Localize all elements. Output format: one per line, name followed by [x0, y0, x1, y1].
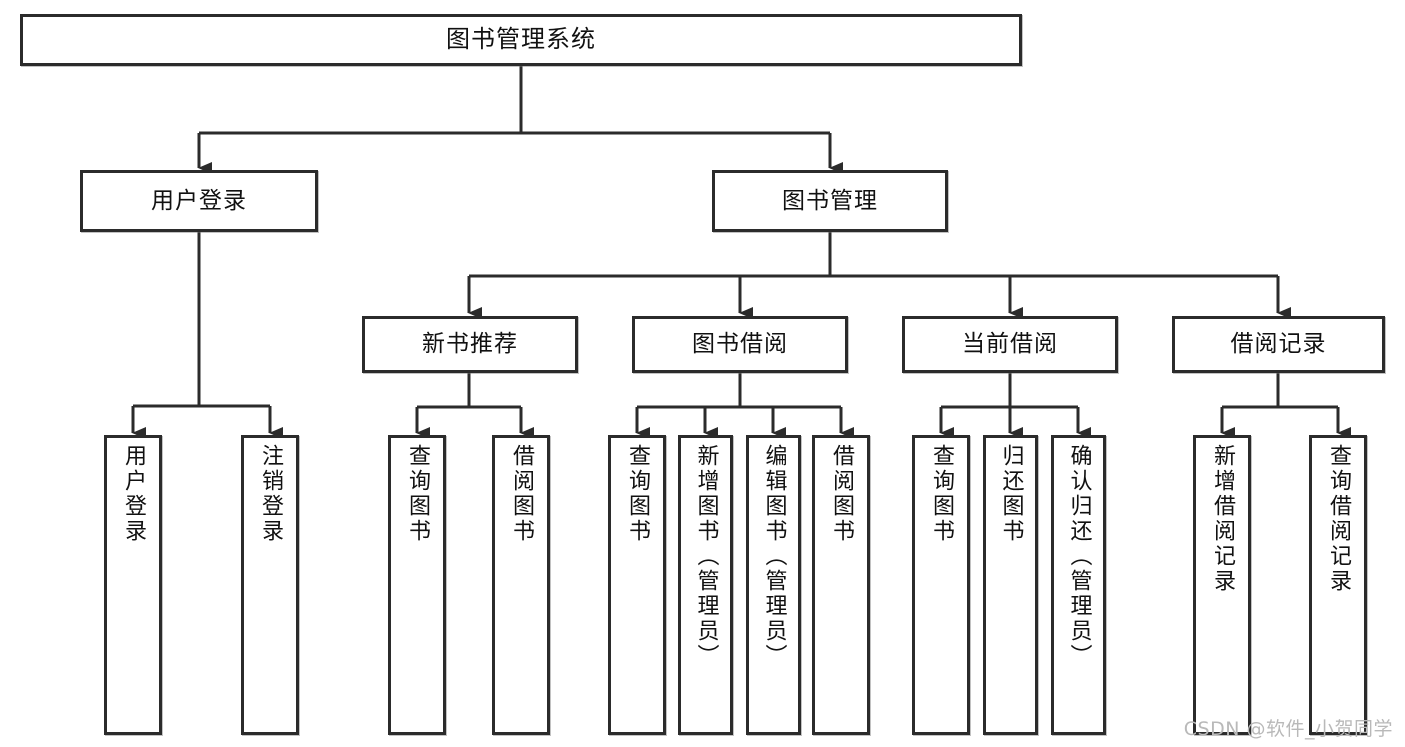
node-leaf-add-book[interactable]: 新增图书（管理员）	[678, 435, 733, 735]
node-leaf-user-login-label: 用户登录	[121, 444, 146, 544]
node-book-borrow-label: 图书借阅	[692, 331, 788, 358]
node-new-book-recommend-label: 新书推荐	[422, 331, 518, 358]
node-leaf-logout-login-label: 注销登录	[258, 444, 283, 544]
node-new-book-recommend[interactable]: 新书推荐	[362, 316, 578, 373]
node-book-borrow[interactable]: 图书借阅	[632, 316, 848, 373]
node-leaf-query-book-3[interactable]: 查询图书	[912, 435, 970, 735]
node-root[interactable]: 图书管理系统	[20, 14, 1022, 66]
node-leaf-return-book[interactable]: 归还图书	[983, 435, 1038, 735]
node-leaf-confirm-return[interactable]: 确认归还（管理员）	[1051, 435, 1106, 735]
node-leaf-query-book-2-label: 查询图书	[625, 444, 650, 544]
node-borrow-record[interactable]: 借阅记录	[1172, 316, 1385, 373]
node-leaf-query-record[interactable]: 查询借阅记录	[1309, 435, 1367, 735]
node-leaf-add-record[interactable]: 新增借阅记录	[1193, 435, 1251, 735]
node-leaf-add-record-label: 新增借阅记录	[1210, 444, 1235, 594]
node-user-login[interactable]: 用户登录	[80, 170, 318, 232]
node-leaf-confirm-return-label: 确认归还（管理员）	[1066, 444, 1092, 669]
node-book-management-label: 图书管理	[782, 187, 878, 214]
node-current-borrow-label: 当前借阅	[962, 331, 1058, 358]
node-leaf-borrow-book-2[interactable]: 借阅图书	[812, 435, 870, 735]
node-leaf-borrow-book-1[interactable]: 借阅图书	[492, 435, 550, 735]
node-current-borrow[interactable]: 当前借阅	[902, 316, 1118, 373]
node-book-management[interactable]: 图书管理	[712, 170, 948, 232]
node-leaf-user-login[interactable]: 用户登录	[104, 435, 162, 735]
node-leaf-query-book-2[interactable]: 查询图书	[608, 435, 666, 735]
node-root-label: 图书管理系统	[446, 25, 596, 54]
node-leaf-query-book-3-label: 查询图书	[929, 444, 954, 544]
node-leaf-return-book-label: 归还图书	[998, 444, 1024, 544]
node-user-login-label: 用户登录	[151, 187, 247, 214]
node-leaf-borrow-book-2-label: 借阅图书	[829, 444, 854, 544]
node-leaf-edit-book-label: 编辑图书（管理员）	[761, 444, 787, 669]
node-leaf-query-book-1-label: 查询图书	[405, 444, 430, 544]
node-leaf-edit-book[interactable]: 编辑图书（管理员）	[746, 435, 801, 735]
node-leaf-logout-login[interactable]: 注销登录	[241, 435, 299, 735]
node-borrow-record-label: 借阅记录	[1230, 331, 1327, 358]
node-leaf-query-record-label: 查询借阅记录	[1326, 444, 1351, 594]
node-leaf-add-book-label: 新增图书（管理员）	[693, 444, 719, 669]
node-leaf-query-book-1[interactable]: 查询图书	[388, 435, 446, 735]
node-leaf-borrow-book-1-label: 借阅图书	[509, 444, 534, 544]
